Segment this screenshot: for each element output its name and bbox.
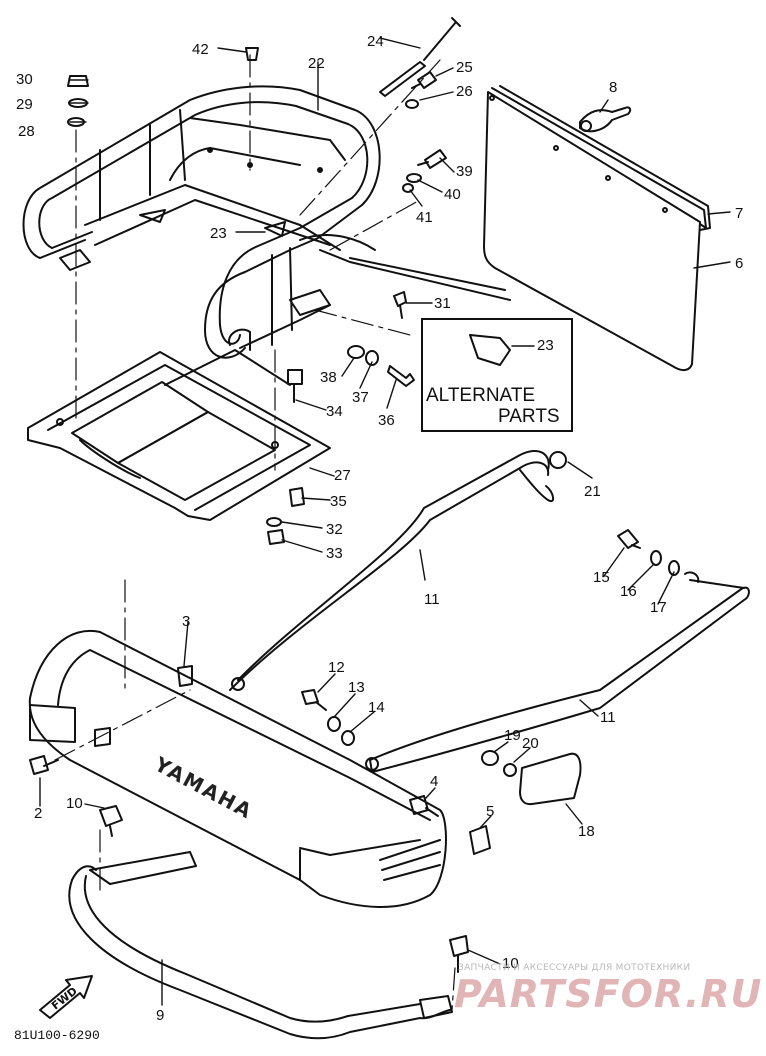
alternate-parts-line2: PARTS [498, 405, 560, 427]
callout-40: 40 [444, 186, 461, 203]
callout-11a: 11 [424, 591, 440, 608]
callout-23a: 23 [210, 225, 227, 242]
callout-27: 27 [334, 467, 351, 484]
callout-34: 34 [326, 403, 343, 420]
alternate-parts-title: ALTERNATE PARTS [426, 385, 560, 428]
callout-30: 30 [16, 71, 33, 88]
top-hardware [67, 17, 511, 545]
callout-3: 3 [182, 613, 191, 630]
forward-arrow [39, 975, 93, 1019]
callout-15: 15 [593, 569, 610, 586]
callout-7: 7 [735, 205, 744, 222]
callout-29: 29 [16, 96, 33, 113]
callout-11b: 11 [600, 709, 616, 726]
callout-20: 20 [522, 735, 539, 752]
drawing-number: 81U100-6290 [14, 1028, 100, 1043]
callout-10a: 10 [66, 795, 83, 812]
callout-10b: 10 [502, 955, 519, 972]
callout-13: 13 [348, 679, 365, 696]
rear-carrier-rack [22, 85, 511, 359]
callout-36: 36 [378, 412, 395, 429]
bar-hardware [29, 529, 680, 973]
lower-bumper-bar [68, 851, 453, 1040]
callout-19: 19 [504, 727, 521, 744]
callout-24: 24 [367, 33, 384, 50]
wing-bolt-8 [579, 106, 632, 133]
watermark-caption: ЗАПЧАСТИ И АКСЕССУАРЫ ДЛЯ МОТОТЕХНИКИ [458, 963, 691, 973]
callout-37: 37 [352, 389, 369, 406]
front-bumper [28, 629, 447, 908]
callout-5: 5 [486, 803, 495, 820]
callout-14: 14 [368, 699, 385, 716]
number-plate [483, 85, 711, 372]
support-bars [229, 450, 750, 773]
callout-33: 33 [326, 545, 343, 562]
callout-31: 31 [434, 295, 451, 312]
callout-6: 6 [735, 255, 744, 272]
callout-21: 21 [584, 483, 601, 500]
callout-8: 8 [609, 79, 618, 96]
callout-22: 22 [308, 55, 325, 72]
callout-41: 41 [416, 209, 433, 226]
mounting-plate [27, 349, 331, 521]
callout-35: 35 [330, 493, 347, 510]
callout-2: 2 [34, 805, 43, 822]
callout-18: 18 [578, 823, 595, 840]
watermark-logo: PARTSFOR.RU [454, 972, 763, 1016]
leader-lines [39, 37, 731, 1006]
callout-25: 25 [456, 59, 473, 76]
callout-26: 26 [456, 83, 473, 100]
callout-16: 16 [620, 583, 637, 600]
callout-38: 38 [320, 369, 337, 386]
callout-9: 9 [156, 1007, 165, 1024]
callout-4: 4 [430, 773, 439, 790]
callout-32: 32 [326, 521, 343, 538]
alternate-parts-box [421, 318, 573, 432]
alternate-parts-line1: ALTERNATE [426, 385, 536, 406]
callout-12: 12 [328, 659, 345, 676]
callout-42: 42 [192, 41, 209, 58]
callout-23b: 23 [537, 337, 554, 354]
callout-39: 39 [456, 163, 473, 180]
callout-28: 28 [18, 123, 35, 140]
callout-17: 17 [650, 599, 667, 616]
